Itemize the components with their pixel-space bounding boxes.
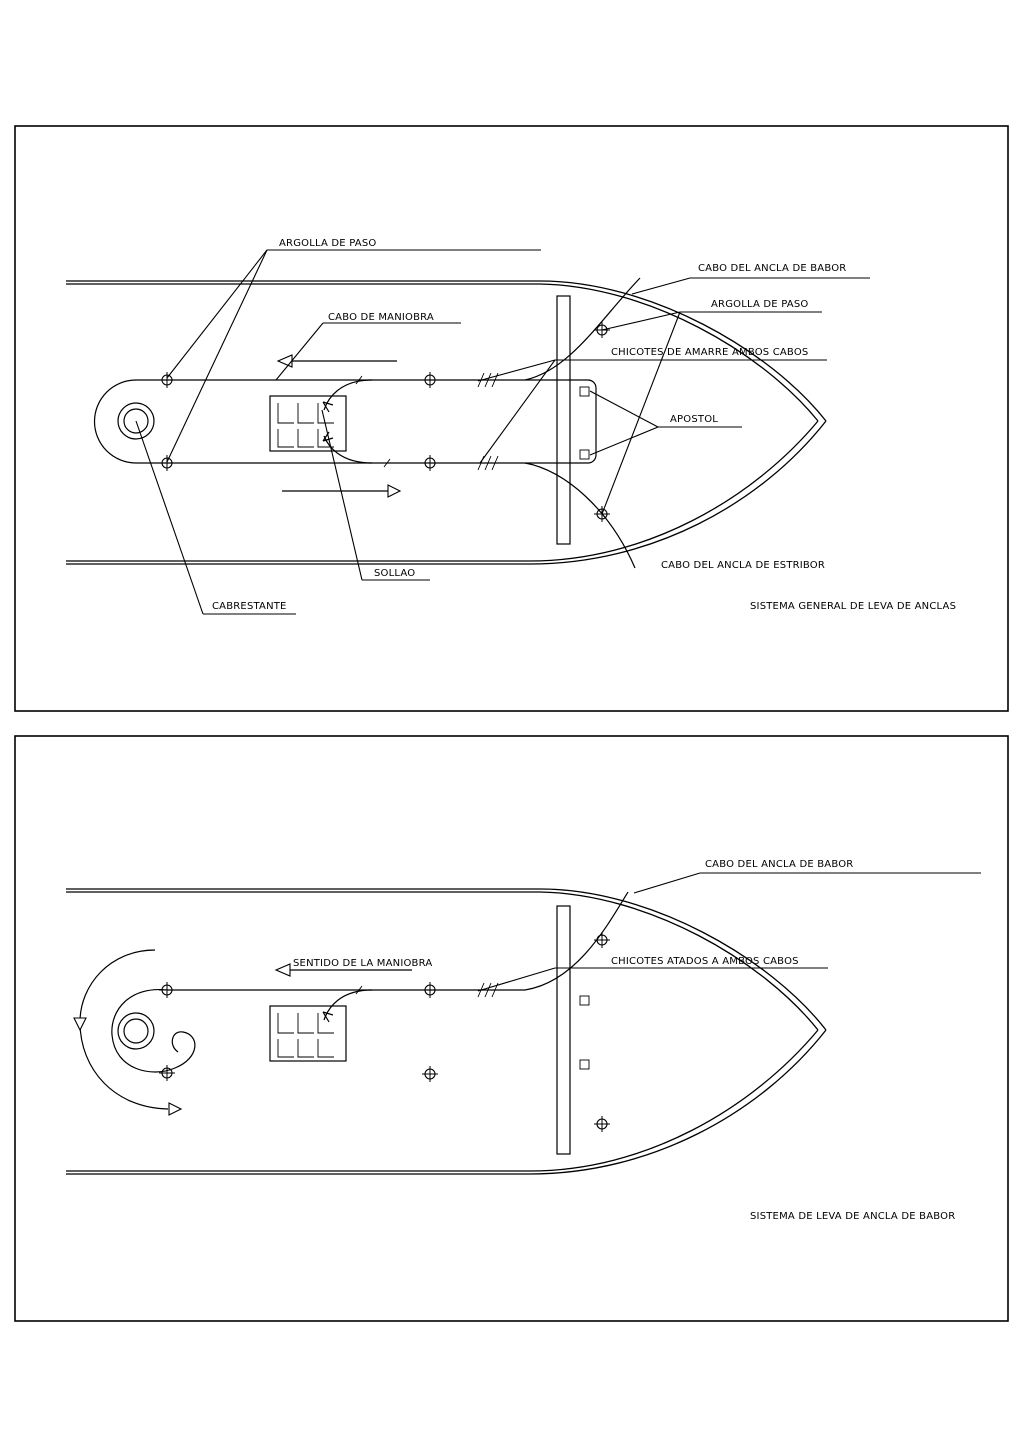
apostol-post [579, 995, 590, 1006]
direction-arrow-left [274, 963, 412, 977]
windlass [111, 989, 196, 1073]
babor-anchor-cable [524, 277, 641, 381]
panel-top-title: SISTEMA GENERAL DE LEVA DE ANCLAS [750, 601, 956, 612]
apostol-bitt [525, 379, 597, 464]
label-apostol: APOSTOL [670, 414, 718, 425]
hold-sollao [269, 1005, 347, 1062]
ring-mark [158, 454, 176, 472]
ring-mark [421, 1065, 439, 1083]
label-sollao: SOLLAO [374, 568, 415, 579]
apostol-post [579, 1059, 590, 1070]
ring-mark [158, 981, 176, 999]
panel-top: ARGOLLA DE PASO CABO DE MANIOBRA CABO DE… [14, 125, 1009, 712]
rotation-arrow [73, 949, 183, 1116]
small-arrow [322, 401, 334, 413]
babor-anchor-cable [524, 891, 629, 991]
label-sentido-maniobra: SENTIDO DE LA MANIOBRA [293, 958, 432, 969]
leader-lines [477, 872, 981, 992]
crossbeam [556, 905, 571, 1155]
ring-mark [158, 371, 176, 389]
ring-mark [421, 981, 439, 999]
ring-mark [158, 1064, 176, 1082]
hull-outline [66, 280, 827, 565]
hull-outline [66, 888, 827, 1175]
estribor-anchor-cable [524, 462, 636, 569]
leader-lines [135, 249, 870, 615]
label-cabrestante: CABRESTANTE [212, 601, 287, 612]
windlass [93, 379, 167, 464]
apostol-post [579, 386, 590, 397]
ring-mark [593, 931, 611, 949]
label-cabo-de-maniobra: CABO DE MANIOBRA [328, 312, 434, 323]
hold-sollao [269, 395, 347, 452]
panel-top-frame [14, 125, 1009, 712]
ring-mark [593, 1115, 611, 1133]
direction-arrow-left [276, 354, 397, 368]
apostol-post [579, 449, 590, 460]
label-argolla-de-paso: ARGOLLA DE PASO [711, 299, 808, 310]
panel-bottom-frame [14, 735, 1009, 1322]
label-chicotes: CHICOTES DE AMARRE AMBOS CABOS [611, 347, 808, 358]
small-arrow [322, 1011, 334, 1023]
panel-bottom: CABO DEL ANCLA DE BABOR SENTIDO DE LA MA… [14, 735, 1009, 1322]
ring-mark [421, 371, 439, 389]
label-argolla-de-paso: ARGOLLA DE PASO [279, 238, 376, 249]
ring-mark [421, 454, 439, 472]
label-cabo-ancla-estribor: CABO DEL ANCLA DE ESTRIBOR [661, 560, 825, 571]
label-cabo-ancla-babor: CABO DEL ANCLA DE BABOR [698, 263, 846, 274]
crossbeam [556, 295, 571, 545]
label-cabo-ancla-babor: CABO DEL ANCLA DE BABOR [705, 859, 853, 870]
label-chicotes: CHICOTES ATADOS A AMBOS CABOS [611, 956, 799, 967]
direction-arrow-right [282, 484, 402, 498]
panel-bottom-title: SISTEMA DE LEVA DE ANCLA DE BABOR [750, 1211, 955, 1222]
